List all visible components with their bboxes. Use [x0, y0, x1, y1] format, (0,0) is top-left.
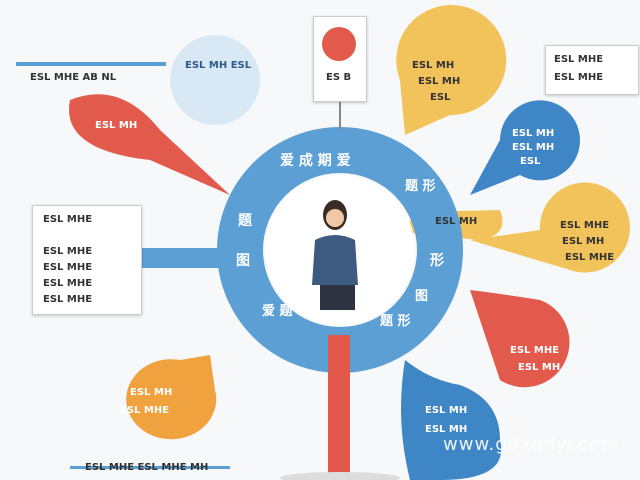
top-card-label: ES B — [326, 72, 352, 83]
person-illustration — [312, 200, 358, 310]
orange-bubble-left — [126, 355, 217, 440]
red-bubble-text: ESL MH — [95, 120, 138, 131]
top-right-card-sub: ESL MHE — [554, 72, 604, 83]
ring-label: 图 — [236, 253, 250, 269]
left-card-line: ESL MHE — [43, 294, 93, 305]
ring-label: 题 — [238, 213, 252, 229]
red-right-text: ESL MHE — [510, 345, 560, 356]
yellow-top-text: ESL MH — [418, 76, 461, 87]
blue-right-text: ESL — [520, 156, 541, 167]
top-right-card: ESL MHE ESL MHE — [545, 45, 639, 95]
bottom-caption: ESL MHE ESL MHE MH — [85, 462, 209, 473]
ring-label: 题 形 — [380, 314, 411, 329]
yellow-bubble-top — [396, 5, 507, 136]
yellow-bubble-right — [470, 182, 630, 273]
ring-label: 图 — [415, 289, 429, 304]
blue-bottom-text: ESL MH — [425, 405, 468, 416]
red-bubble-top-left — [69, 94, 230, 195]
yellow-right-text: ESL MHE — [560, 220, 610, 231]
ring-label: 形 — [430, 253, 444, 269]
yellow-top-text: ESL — [430, 92, 451, 103]
top-left-circle-text: ESL MH ESL — [185, 60, 252, 71]
top-left-heading: ESL MHE AB NL — [30, 72, 117, 83]
red-right-text: ESL MH — [518, 362, 561, 373]
orange-left-text: ESL MHE — [120, 405, 170, 416]
left-card-line: ESL MHE — [43, 262, 93, 273]
red-column — [328, 335, 350, 480]
blue-bubble-right — [470, 100, 580, 195]
top-right-card-title: ESL MHE — [554, 54, 604, 65]
yellow-mid-text: ESL MH — [435, 216, 478, 227]
watermark: www.gdxmfw.com — [443, 434, 620, 455]
ring-label: 题 形 — [405, 179, 436, 194]
ring-label: 爱 题 — [262, 304, 293, 319]
badge-icon — [322, 27, 356, 61]
yellow-right-text: ESL MH — [562, 236, 605, 247]
top-left-circle — [170, 35, 260, 125]
left-card-line: ESL MHE — [43, 278, 93, 289]
orange-left-text: ESL MH — [130, 387, 173, 398]
yellow-top-text: ESL MH — [412, 60, 455, 71]
top-left-bar — [16, 62, 166, 66]
top-card: ES B — [313, 16, 367, 102]
blue-right-text: ESL MH — [512, 142, 555, 153]
yellow-right-text: ESL MHE — [565, 252, 615, 263]
left-card-line: ESL MHE — [43, 246, 93, 257]
left-card: ESL MHE ESL MHE ESL MHE ESL MHE ESL MHE — [32, 205, 142, 315]
left-card-title: ESL MHE — [43, 214, 93, 225]
blue-bubble-bottom — [401, 360, 502, 480]
blue-right-text: ESL MH — [512, 128, 555, 139]
red-bubble-right — [470, 290, 570, 388]
ring-label: 爱 成 期 爱 — [280, 153, 351, 169]
blue-bottom-text: ESL MH — [425, 424, 468, 435]
